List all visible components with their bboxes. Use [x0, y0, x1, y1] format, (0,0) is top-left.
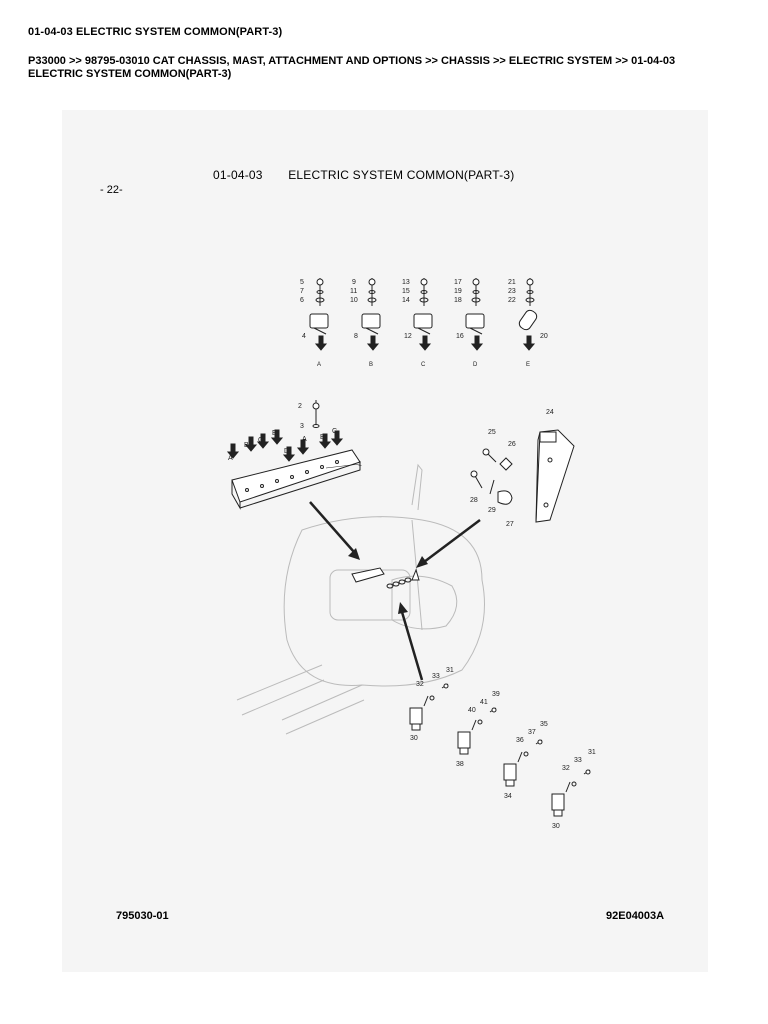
plate-label-1: 1: [358, 461, 362, 468]
unit-4-label-31: 31: [588, 749, 596, 756]
plate-letter-a-left: A: [228, 455, 233, 462]
relay-group-e: 21 23 22 20 E: [508, 278, 548, 368]
plate-letter-d: D: [284, 448, 289, 455]
forklift-outline: [236, 463, 485, 735]
relay-group-d: 17 19 18 16 D: [454, 278, 485, 368]
unit-1-label-33: 33: [432, 673, 440, 680]
unit-2-label-39: 39: [492, 691, 500, 698]
illustration-code: 92E04003A: [606, 910, 665, 922]
unit-3-label-35: 35: [540, 721, 548, 728]
relay-c-letter: C: [421, 362, 426, 368]
relay-e-label-1: 21: [508, 279, 516, 286]
relay-c-label-3: 14: [402, 297, 410, 304]
relay-e-letter: E: [526, 362, 530, 368]
relay-d-label-2: 19: [454, 288, 462, 295]
relay-a-body-label: 4: [302, 333, 306, 340]
plate-letter-b-right: B: [320, 434, 325, 441]
unit-1-label-32: 32: [416, 681, 424, 688]
relay-a-label-2: 7: [300, 288, 304, 295]
relay-group-c: 13 15 14 12 C: [402, 278, 433, 368]
relay-b-label-1: 9: [352, 279, 356, 286]
drawing-number: 795030-01: [116, 910, 169, 922]
relay-b-label-3: 10: [350, 297, 358, 304]
breadcrumb: P33000 >> 98795-03010 CAT CHASSIS, MAST,…: [28, 55, 676, 80]
relay-e-label-2: 23: [508, 288, 516, 295]
unit-1-label-31: 31: [446, 667, 454, 674]
relay-c-label-1: 13: [402, 279, 410, 286]
switch-unit-group-3: 35 37 36 34: [503, 721, 548, 800]
unit-2-label-40: 40: [468, 707, 476, 714]
plate-letter-e: E: [272, 430, 277, 437]
relay-a-letter: A: [317, 362, 321, 368]
bracket-label-29: 29: [488, 507, 496, 514]
relay-d-label-3: 18: [454, 297, 462, 304]
unit-3-label-36: 36: [516, 737, 524, 744]
plate-letter-c-right: C: [332, 428, 337, 435]
unit-2-label-38: 38: [456, 761, 464, 768]
relay-c-label-2: 15: [402, 288, 410, 295]
relay-a-label-3: 6: [300, 297, 304, 304]
bracket-label-24: 24: [546, 409, 554, 416]
unit-2-label-41: 41: [480, 699, 488, 706]
chassis-mounted-parts: [351, 567, 420, 589]
unit-3-label-34: 34: [504, 793, 512, 800]
relay-e-label-3: 22: [508, 297, 516, 304]
exploded-parts-drawing: 5 7 6 4 A 9 11 10 8 B 13 15 14 12 C: [226, 278, 596, 830]
plate-letter-c-left: C: [258, 437, 263, 444]
pointer-arrows: [309, 501, 481, 681]
relay-group-b: 9 11 10 8 B: [350, 278, 381, 368]
relay-d-body-label: 16: [456, 333, 464, 340]
diagram-title-text: ELECTRIC SYSTEM COMMON(PART-3): [288, 168, 515, 182]
document-title: 01-04-03 ELECTRIC SYSTEM COMMON(PART-3): [28, 26, 283, 38]
switch-unit-group-2: 39 41 40 38: [456, 691, 500, 768]
unit-4-label-33: 33: [574, 757, 582, 764]
bracket-label-25: 25: [488, 429, 496, 436]
switch-unit-group-4: 31 33 32 30: [551, 749, 596, 830]
diagram-title-code: 01-04-03: [213, 168, 263, 182]
bracket-assembly: 24 25 26 28 29 27: [470, 409, 575, 528]
parts-diagram-sheet: 01-04-03 ELECTRIC SYSTEM COMMON(PART-3) …: [62, 110, 708, 972]
relay-d-label-1: 17: [454, 279, 462, 286]
unit-4-label-30: 30: [552, 823, 560, 830]
relay-e-body-label: 20: [540, 333, 548, 340]
relay-c-body-label: 12: [404, 333, 412, 340]
unit-1-label-30: 30: [410, 735, 418, 742]
relay-group-a: 5 7 6 4 A: [300, 278, 329, 368]
switch-unit-group-1: 31 33 32 30: [409, 667, 454, 742]
plate-letter-a-right: A: [302, 436, 307, 443]
plate-label-2: 2: [298, 403, 302, 410]
diagram-title: 01-04-03 ELECTRIC SYSTEM COMMON(PART-3): [213, 168, 514, 182]
relay-b-letter: B: [369, 362, 373, 368]
plate-label-3: 3: [300, 423, 304, 430]
unit-3-label-37: 37: [528, 729, 536, 736]
page-mark: - 22-: [100, 184, 123, 196]
bracket-label-28: 28: [470, 497, 478, 504]
plate-letter-b-left: B: [244, 442, 249, 449]
mounting-plate: 2 3 1 A B C E D A B C: [226, 400, 362, 510]
relay-a-label-1: 5: [300, 279, 304, 286]
relay-b-label-2: 11: [350, 288, 357, 295]
bracket-label-26: 26: [508, 441, 516, 448]
bracket-label-27: 27: [506, 521, 514, 528]
relay-b-body-label: 8: [354, 333, 358, 340]
relay-d-letter: D: [473, 362, 478, 368]
unit-4-label-32: 32: [562, 765, 570, 772]
